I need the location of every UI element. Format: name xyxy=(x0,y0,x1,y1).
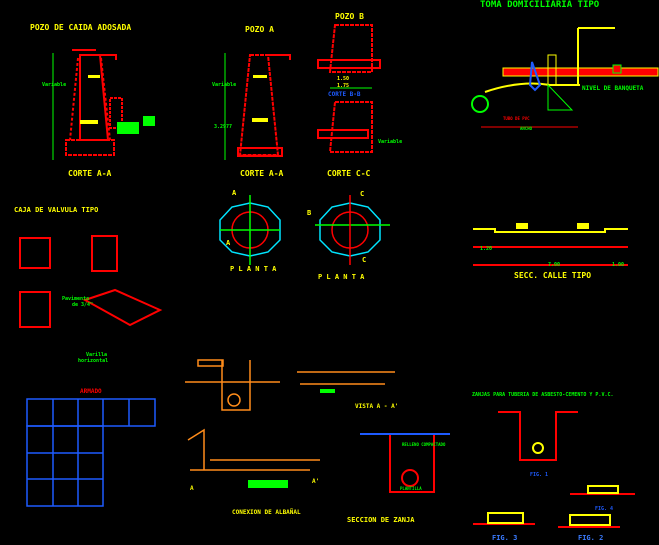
title-planta-1: P L A N T A xyxy=(230,265,277,273)
seccion-zanja-detail xyxy=(360,433,450,493)
marker-b: B xyxy=(307,209,311,217)
title-secc-calle: SECC. CALLE TIPO xyxy=(514,271,591,280)
title-corte-aa-2: CORTE A-A xyxy=(240,169,284,178)
title-planta-2: P L A N T A xyxy=(318,273,365,281)
label-dim-150: 1.50 xyxy=(337,76,349,82)
title-corte-aa-1: CORTE A-A xyxy=(68,169,112,178)
title-toma-domiciliaria: TOMA DOMICILIARIA TIPO xyxy=(480,0,600,10)
pozo-a-detail xyxy=(237,54,291,157)
title-corte-cc: CORTE C-C xyxy=(327,169,371,178)
pozo-caida-note xyxy=(80,120,98,124)
label-dim-175: 1.75 xyxy=(337,83,349,89)
label-de-3: de 3/4" xyxy=(72,302,93,308)
label-relleno: RELLENO COMPACTADO xyxy=(402,442,446,447)
marker-a-bottom: A xyxy=(226,239,231,247)
zanjas-fig1 xyxy=(498,411,578,461)
title-pozo-b: POZO B xyxy=(335,12,364,21)
vehicle-block-1 xyxy=(516,223,528,229)
marker-c-top: C xyxy=(360,190,364,198)
conexion-albanal-detail xyxy=(185,359,395,471)
vehicle-block-2 xyxy=(577,223,589,229)
pavement-strip xyxy=(502,67,659,77)
title-corte-bb: CORTE B-B xyxy=(328,91,361,98)
marker-a-conexion: A xyxy=(190,485,194,492)
title-pozo-caida: POZO DE CAIDA ADOSADA xyxy=(30,23,131,32)
label-plantilla: PLANTILLA xyxy=(400,486,422,491)
pozo-caida-note-box-2 xyxy=(143,116,155,126)
label-fig-2: FIG. 2 xyxy=(578,534,603,542)
label-variable-pozo-a: Variable xyxy=(212,82,236,88)
pozo-caida-adosada-detail xyxy=(65,49,123,156)
pozo-caida-step xyxy=(88,75,100,78)
label-dim-3277: 3.2977 xyxy=(214,124,232,130)
label-fig-1: FIG. 1 xyxy=(530,472,548,478)
pozo-caida-note-box xyxy=(117,122,139,134)
marker-c-bottom: C xyxy=(362,256,366,264)
secc-calle-detail xyxy=(473,228,628,266)
label-horizontal: horizontal xyxy=(78,358,108,364)
vista-note-1 xyxy=(320,389,335,393)
marker-a-prime: A' xyxy=(312,478,319,485)
title-zanjas: ZANJAS PARA TUBERIA DE ASBESTO-CEMENTO Y… xyxy=(472,392,613,398)
label-fig-4: FIG. 4 xyxy=(595,506,613,512)
caja-valvula-detail xyxy=(19,235,163,328)
label-variable: Variable xyxy=(42,82,66,88)
label-fig-3: FIG. 3 xyxy=(492,534,517,542)
planta-2-detail xyxy=(315,195,390,265)
zanjas-fig2 xyxy=(558,514,620,528)
pozo-a-step xyxy=(253,75,267,78)
title-pozo-a: POZO A xyxy=(245,25,274,34)
pozo-b-detail xyxy=(317,24,381,153)
label-variable-pozo-b: Variable xyxy=(378,139,402,145)
label-dim-700: 7.00 xyxy=(548,262,560,268)
armado-grid xyxy=(26,398,156,507)
label-tubo-pvc: TUBO DE PVC xyxy=(503,116,530,121)
toma-domiciliaria-detail xyxy=(471,27,659,128)
planta-1-detail xyxy=(219,195,281,265)
label-ancho: ANCHO xyxy=(520,126,533,131)
label-nivel: NIVEL DE BANQUETA xyxy=(582,85,644,92)
conexion-note xyxy=(248,480,288,488)
title-conexion-albanal: CONEXION DE ALBAÑAL xyxy=(232,509,301,516)
pozo-a-note xyxy=(252,118,268,122)
zanjas-fig3 xyxy=(473,512,535,525)
title-armado: ARMADO xyxy=(80,388,102,395)
title-vista-aa: VISTA A - A' xyxy=(355,403,398,410)
title-seccion-zanja: SECCION DE ZANJA xyxy=(347,516,415,524)
label-pavimento: Pavimento xyxy=(62,296,89,302)
zanjas-fig4 xyxy=(570,485,635,495)
title-caja-valvula: CAJA DE VALVULA TIPO xyxy=(14,206,98,214)
marker-a-top: A xyxy=(232,189,237,197)
label-varilla: Varilla xyxy=(86,352,107,358)
label-dim-100: 1.00 xyxy=(612,262,624,268)
label-dim-120: 1.20 xyxy=(480,246,492,252)
